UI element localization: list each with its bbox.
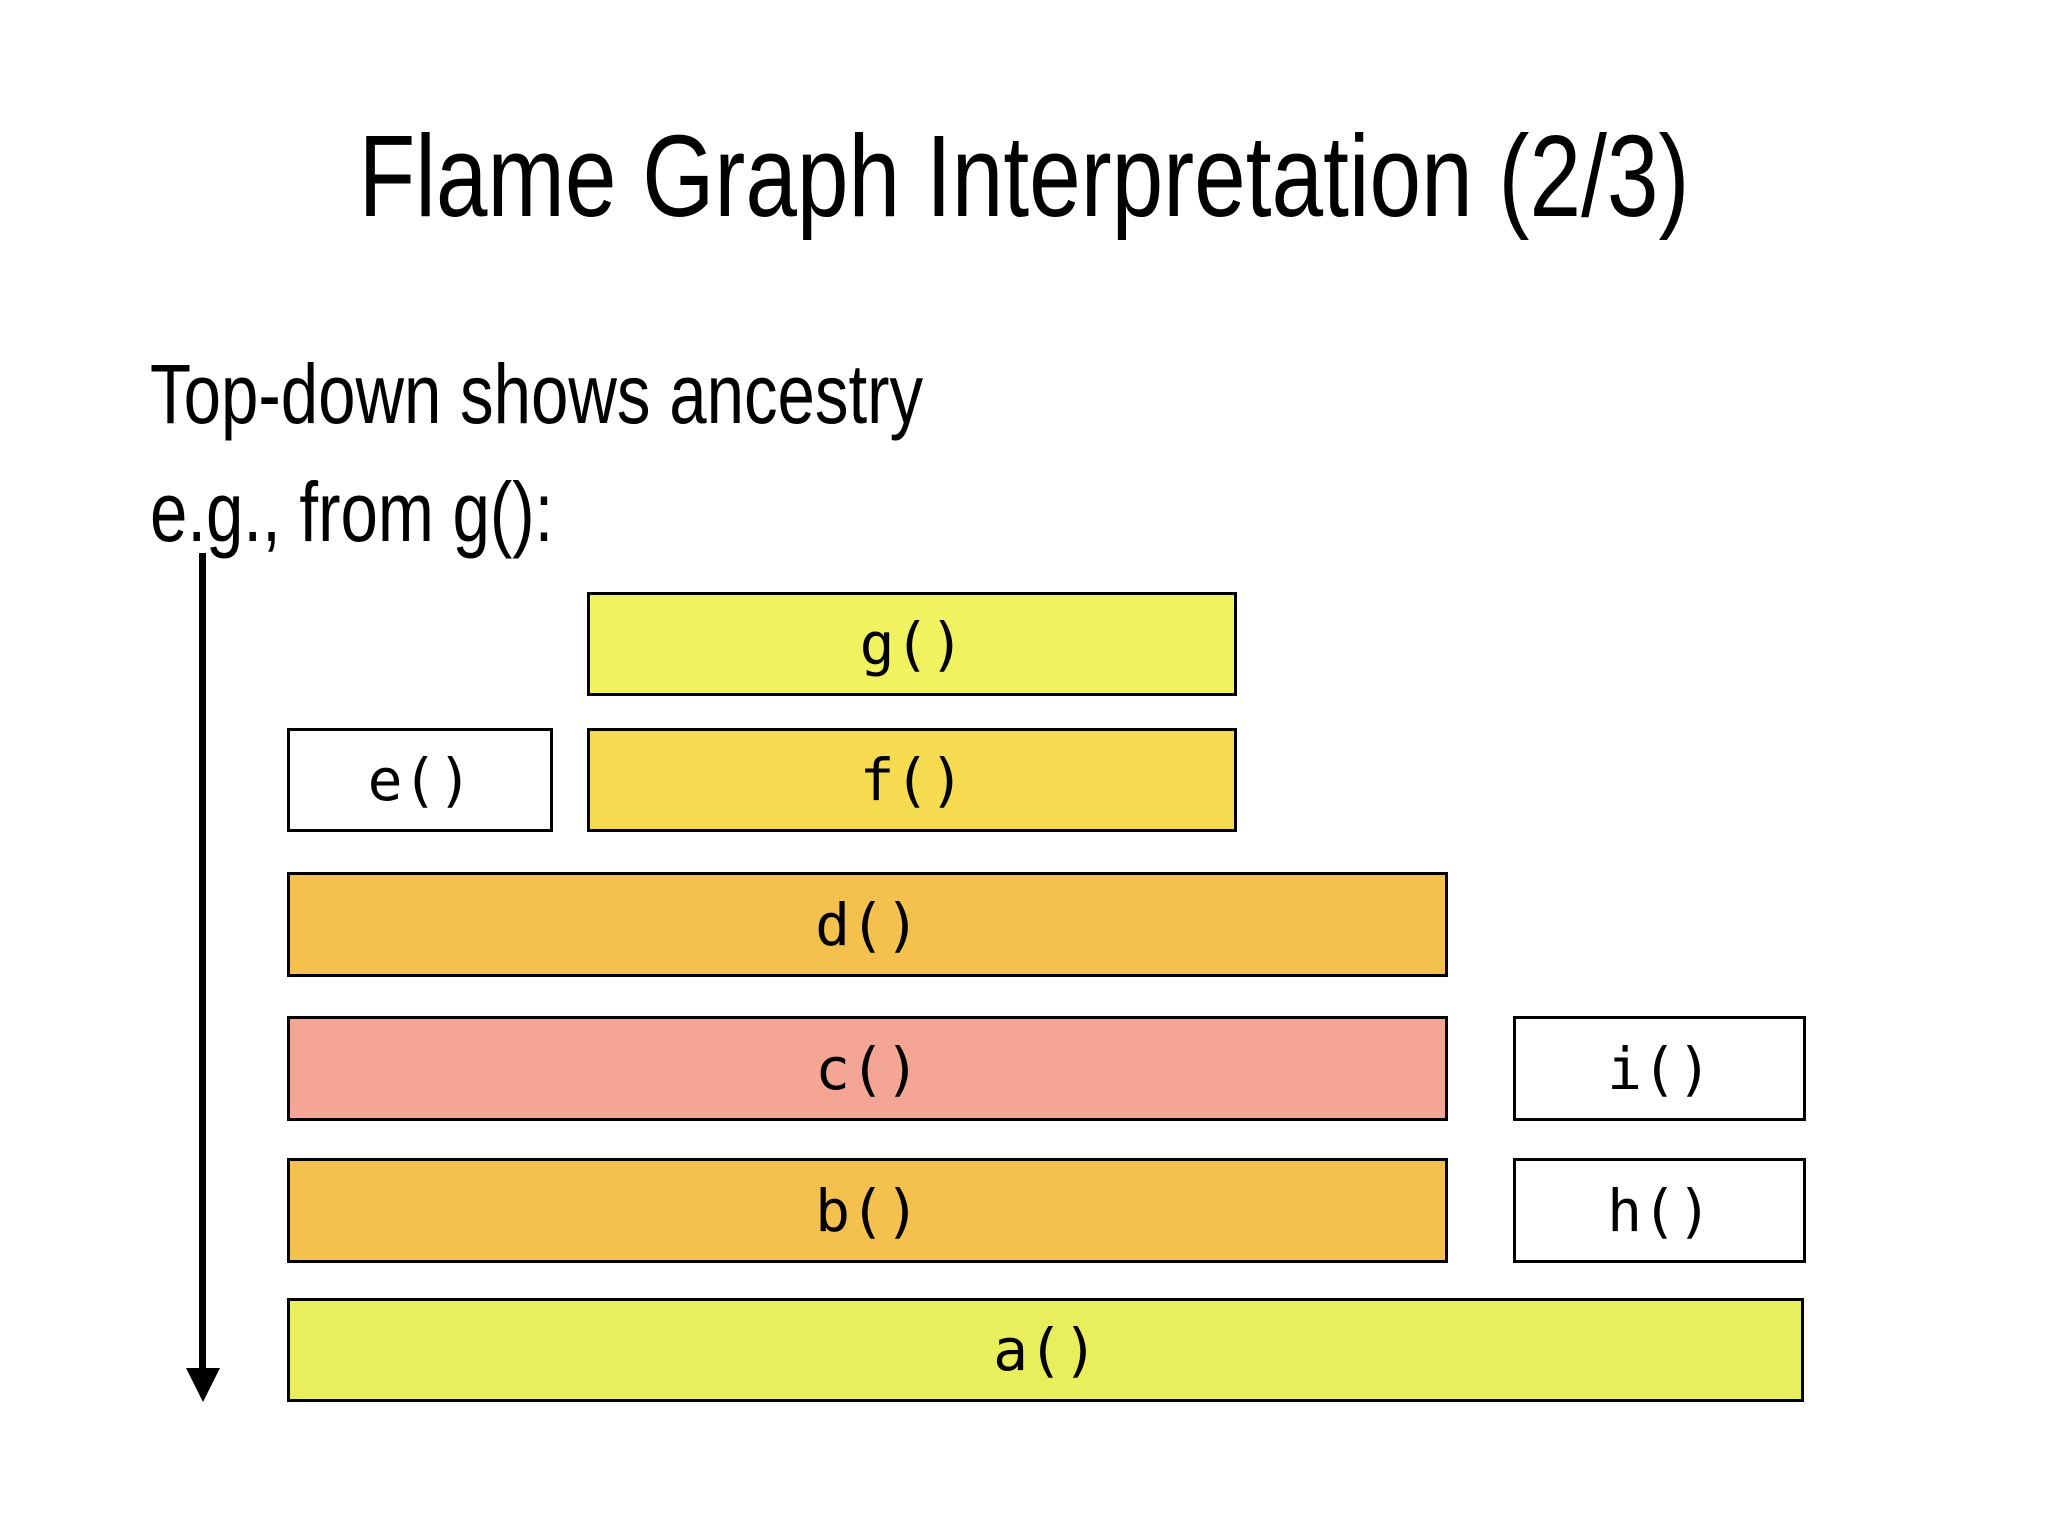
frame-f: f() bbox=[587, 728, 1237, 832]
frame-label: b() bbox=[815, 1176, 920, 1245]
frame-label: d() bbox=[815, 890, 920, 959]
frame-label: h() bbox=[1607, 1176, 1712, 1245]
frame-label: a() bbox=[993, 1316, 1098, 1384]
example-note: e.g., from g(): bbox=[150, 465, 554, 559]
frame-e: e() bbox=[287, 728, 553, 832]
frame-label: f() bbox=[859, 746, 965, 814]
frame-i: i() bbox=[1513, 1016, 1806, 1121]
frame-b: b() bbox=[287, 1158, 1448, 1263]
frame-label: g() bbox=[859, 610, 965, 678]
down-arrow-line bbox=[199, 553, 206, 1375]
frame-label: c() bbox=[815, 1034, 920, 1103]
frame-d: d() bbox=[287, 872, 1448, 977]
frame-c: c() bbox=[287, 1016, 1448, 1121]
down-arrow-head-icon bbox=[186, 1368, 220, 1402]
frame-h: h() bbox=[1513, 1158, 1806, 1263]
frame-label: i() bbox=[1607, 1034, 1712, 1103]
frame-g: g() bbox=[587, 592, 1237, 696]
frame-a: a() bbox=[287, 1298, 1804, 1402]
ancestry-note: Top-down shows ancestry bbox=[150, 347, 924, 441]
slide-title: Flame Graph Interpretation (2/3) bbox=[358, 111, 1690, 241]
frame-label: e() bbox=[367, 746, 473, 814]
